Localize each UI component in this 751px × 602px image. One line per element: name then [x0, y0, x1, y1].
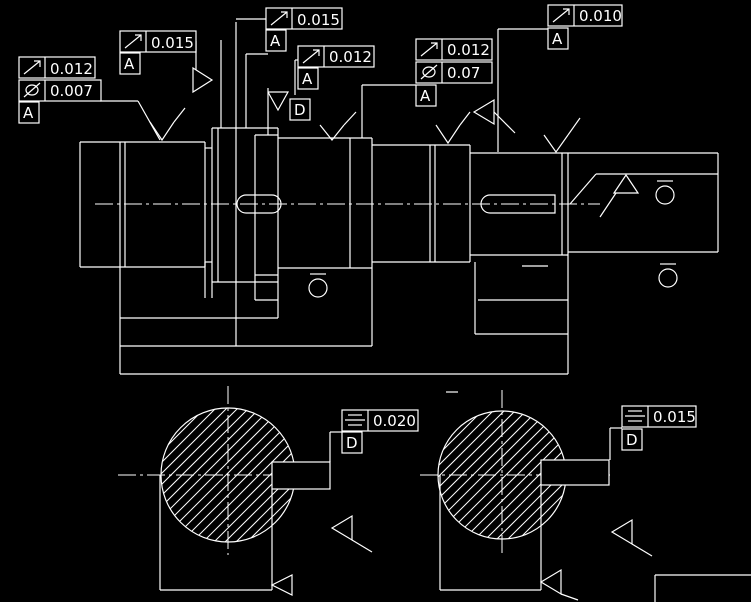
fcf-value: 0.010: [579, 7, 622, 25]
hatch-line: [161, 408, 272, 542]
hatch-line: [161, 408, 206, 542]
fcf-symmetry-0015: 0.015 D: [621, 405, 697, 451]
fcf-runout-0015-top: 0.015 A: [265, 7, 343, 52]
fcf-datum: A: [270, 32, 281, 50]
leader-lines: [100, 18, 718, 346]
fcf-value: 0.012: [329, 48, 372, 66]
fcf-runout-cylindricity-right: 0.012 0.07 A: [415, 38, 493, 107]
fcf-datum: D: [346, 434, 358, 452]
hatch-line: [235, 408, 295, 542]
fcf-runout-0015-left: 0.015 A: [119, 30, 197, 75]
fcf-value: 0.007: [50, 82, 93, 100]
fcf-datum: A: [302, 70, 313, 88]
hatch-line: [246, 408, 295, 542]
hatch-line: [161, 408, 228, 542]
datum-d-box: D: [289, 98, 311, 121]
fcf-value: 0.012: [447, 41, 490, 59]
shaft-outline: [79, 127, 719, 375]
hatch-line: [438, 411, 494, 539]
hatch-line: [438, 411, 483, 539]
fcf-value: 0.020: [373, 412, 416, 430]
hatch-line: [161, 408, 217, 542]
fcf-runout-0010-right: 0.010 A: [547, 4, 623, 50]
fcf-datum: A: [23, 104, 34, 122]
hatch-line: [518, 411, 566, 539]
fcf-datum: A: [420, 87, 431, 105]
fcf-datum: D: [626, 431, 638, 449]
fcf-runout-0012-left: 0.012 0.007 A: [18, 56, 102, 124]
fcf-datum: A: [124, 55, 135, 73]
fcf-datum: A: [552, 30, 563, 48]
fcf-value: 0.07: [447, 64, 480, 82]
fcf-value: 0.012: [50, 60, 93, 78]
hatch-line: [507, 411, 566, 539]
fcf-symmetry-0020: 0.020 D: [341, 409, 419, 454]
datum-label: D: [294, 101, 306, 119]
fcf-runout-0012-middle: 0.012 A: [297, 45, 375, 90]
roundness-symbols: [308, 180, 678, 298]
title-block-corner: [654, 574, 751, 602]
hatch-line: [441, 411, 566, 539]
hatch-line: [161, 408, 294, 542]
hatch-line: [463, 411, 566, 539]
fcf-value: 0.015: [653, 408, 696, 426]
fcf-value: 0.015: [297, 11, 340, 29]
fcf-value: 0.015: [151, 34, 194, 52]
